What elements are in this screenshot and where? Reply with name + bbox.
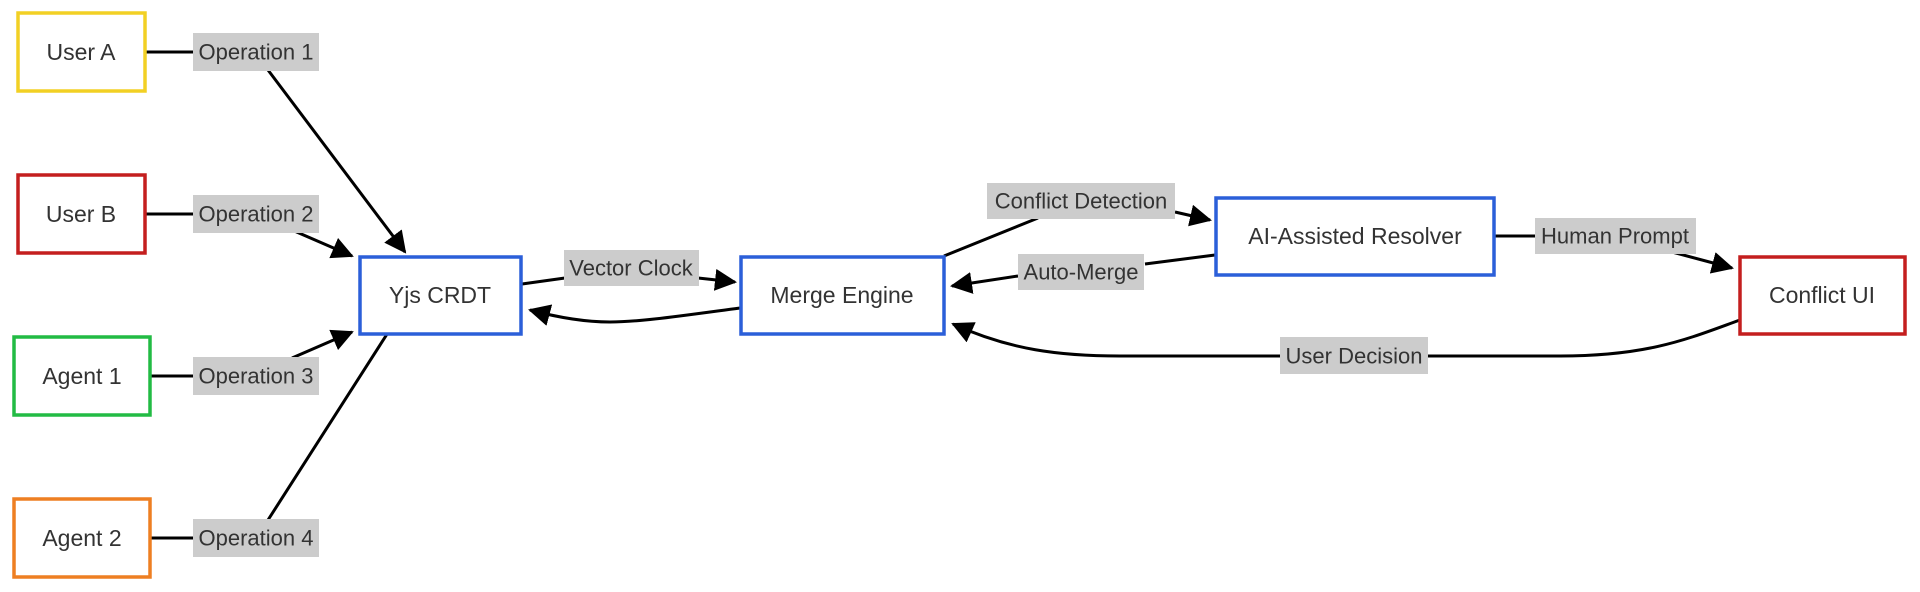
label-user-decision: User Decision [1280,337,1428,374]
label-auto-merge: Auto-Merge [1018,254,1144,290]
edge-human-prompt [1494,234,1732,268]
node-user-b: User B [16,173,147,255]
label-conflict-detection: Conflict Detection [987,183,1175,219]
svg-text:Operation 4: Operation 4 [199,526,314,551]
svg-text:Operation 1: Operation 1 [199,40,314,65]
label-op3: Operation 3 [193,357,319,395]
edge-op4 [150,306,405,540]
svg-text:Operation 2: Operation 2 [199,202,314,227]
svg-text:Agent 2: Agent 2 [42,525,121,551]
edge-labels: Operation 1 Operation 2 Operation 3 Oper… [193,33,1696,557]
edge-vector-clock [521,278,735,284]
svg-text:Vector Clock: Vector Clock [569,256,693,281]
node-merge-engine: Merge Engine [739,255,946,336]
svg-text:Auto-Merge: Auto-Merge [1024,260,1139,285]
node-user-a: User A [16,11,147,93]
edge-op1 [146,50,405,252]
svg-text:Conflict Detection: Conflict Detection [995,189,1167,214]
svg-text:User Decision: User Decision [1286,344,1423,369]
edge-op2 [146,212,352,256]
node-yjs-crdt: Yjs CRDT [358,255,523,336]
svg-text:User B: User B [46,201,116,227]
edge-op3 [150,332,352,378]
node-ai-assisted-resolver: AI-Assisted Resolver [1214,196,1496,277]
label-op2: Operation 2 [193,195,319,233]
svg-text:Agent 1: Agent 1 [42,363,121,389]
svg-text:AI-Assisted Resolver: AI-Assisted Resolver [1248,223,1462,249]
node-agent-1: Agent 1 [12,335,152,417]
edge-conflict-detection [943,212,1210,258]
svg-text:Yjs CRDT: Yjs CRDT [389,282,491,308]
svg-text:Human Prompt: Human Prompt [1541,224,1689,249]
edge-merge-to-yjs [528,304,741,326]
edge-auto-merge [952,253,1216,286]
label-op4: Operation 4 [193,519,319,557]
svg-text:Merge Engine: Merge Engine [770,282,913,308]
label-vector-clock: Vector Clock [564,250,699,286]
svg-text:Conflict UI: Conflict UI [1769,282,1875,308]
svg-text:User A: User A [46,39,116,65]
label-op1: Operation 1 [193,33,319,71]
node-agent-2: Agent 2 [12,497,152,579]
svg-text:Operation 3: Operation 3 [199,364,314,389]
node-conflict-ui: Conflict UI [1738,255,1907,336]
label-human-prompt: Human Prompt [1535,218,1696,254]
nodes: User A User B Agent 1 Agent 2 Yjs CRDT M… [12,11,1907,579]
